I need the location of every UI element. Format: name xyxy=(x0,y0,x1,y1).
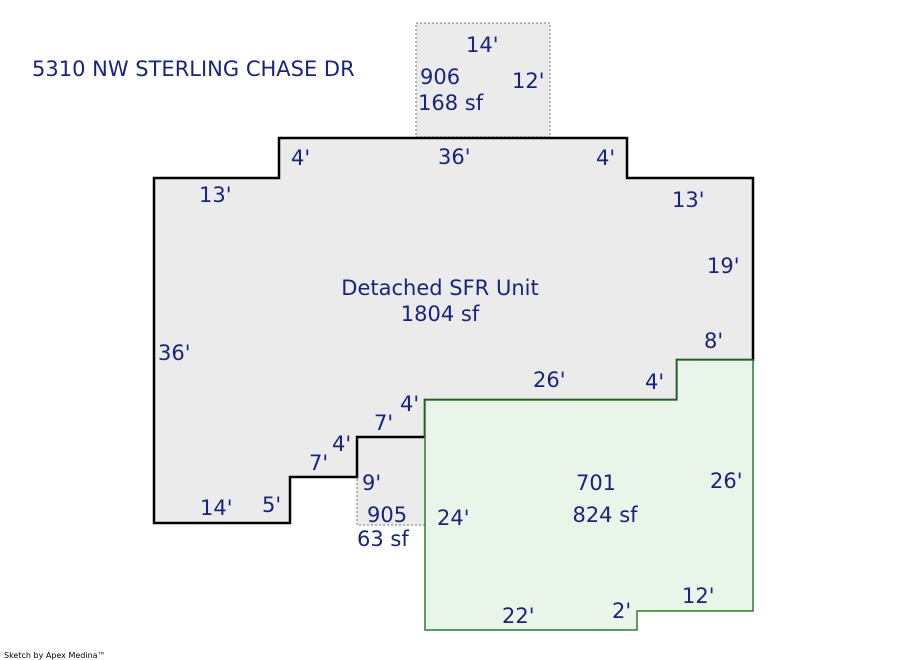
dim-step-a: 4' xyxy=(400,392,419,416)
porch-code: 906 xyxy=(420,65,460,89)
dim-main-upper-left: 13' xyxy=(199,183,232,207)
dim-porch-top: 14' xyxy=(466,33,499,57)
dim-step-b: 7' xyxy=(374,411,393,435)
dim-bottom-a: 5' xyxy=(262,493,281,517)
garage-area-size: 824 sf xyxy=(572,503,638,527)
dim-garage-top: 26' xyxy=(533,368,566,392)
dim-main-step-right: 4' xyxy=(596,146,615,170)
dim-garage-left: 24' xyxy=(437,506,470,530)
dim-main-top: 36' xyxy=(438,145,471,169)
dim-main-notch: 8' xyxy=(704,329,723,353)
main-area-name: Detached SFR Unit xyxy=(341,276,538,300)
dim-garage-jog: 2' xyxy=(612,599,631,623)
dim-step-d: 7' xyxy=(309,451,328,475)
dim-bottom-b: 14' xyxy=(200,496,233,520)
porch-area-size: 168 sf xyxy=(418,91,484,115)
dim-garage-bottom: 22' xyxy=(502,604,535,628)
garage-area-701 xyxy=(424,359,754,631)
dim-garage-bottom-right: 12' xyxy=(682,584,715,608)
stoop-code: 905 xyxy=(367,503,407,527)
dim-main-right: 19' xyxy=(707,254,740,278)
main-area-size: 1804 sf xyxy=(401,302,480,326)
dim-main-step-left: 4' xyxy=(291,146,310,170)
address-label: 5310 NW STERLING CHASE DR xyxy=(32,57,355,81)
dim-main-left: 36' xyxy=(158,341,191,365)
dim-main-upper-right: 13' xyxy=(672,188,705,212)
dim-garage-notch: 4' xyxy=(645,370,664,394)
dim-step-c: 4' xyxy=(332,432,351,456)
garage-code: 701 xyxy=(576,471,616,495)
stoop-area-size: 63 sf xyxy=(357,527,409,551)
dim-garage-right: 26' xyxy=(710,469,743,493)
sketch-credit: Sketch by Apex Medina™ xyxy=(4,651,106,660)
dim-porch-right: 12' xyxy=(512,69,545,93)
dim-stoop-side: 9' xyxy=(362,471,381,495)
